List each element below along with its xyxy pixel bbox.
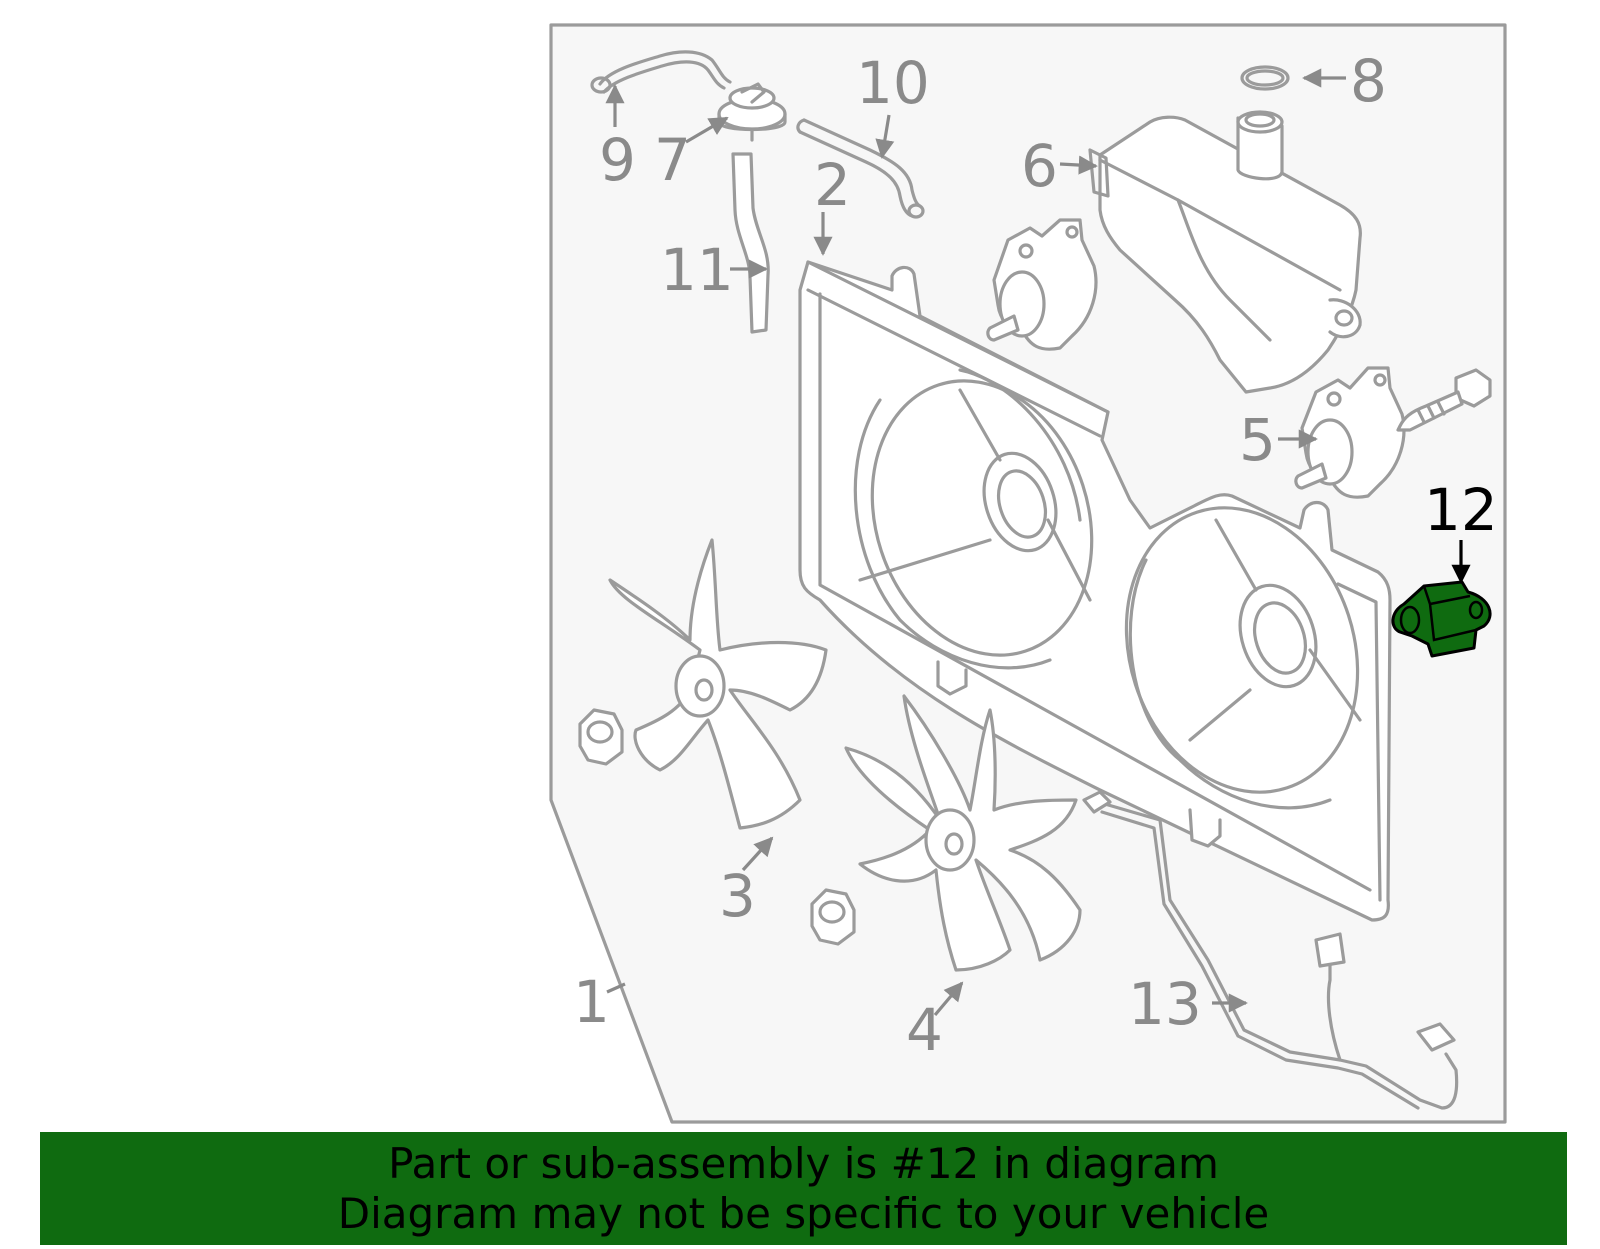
callout-8: 8 [1350, 47, 1387, 115]
notice-banner: Part or sub-assembly is #12 in diagram D… [40, 1132, 1567, 1245]
callout-2: 2 [814, 151, 851, 219]
callout-arrows [605, 68, 1471, 1017]
shroud-part-2 [798, 260, 1392, 922]
callout-12: 12 [1424, 476, 1498, 544]
part-12-highlighted [1391, 580, 1492, 658]
cap-part-7 [717, 82, 787, 142]
callout-13: 13 [1128, 970, 1202, 1038]
oring-part-8 [1240, 65, 1290, 91]
motor-upper [986, 218, 1098, 351]
harness-part-13 [1082, 790, 1459, 1110]
reservoir-part-6 [1088, 110, 1362, 394]
callout-3: 3 [719, 862, 756, 930]
callout-9: 9 [599, 126, 636, 194]
fan-part-4 [844, 694, 1082, 972]
callout-6: 6 [1021, 132, 1058, 200]
callout-4: 4 [906, 996, 943, 1064]
callout-11: 11 [660, 236, 734, 304]
banner-line-2: Diagram may not be specific to your vehi… [337, 1189, 1270, 1238]
callout-1: 1 [573, 968, 610, 1036]
callout-7: 7 [654, 126, 691, 194]
nut-near-fan-4 [810, 888, 856, 946]
banner-line-1: Part or sub-assembly is #12 in diagram [388, 1139, 1219, 1188]
callout-5: 5 [1239, 406, 1276, 474]
nut-near-fan-3 [578, 708, 624, 766]
hose-part-11 [731, 152, 770, 334]
motor-part-5 [1294, 366, 1406, 499]
fan-part-3 [608, 538, 828, 830]
callout-10: 10 [856, 49, 930, 117]
bolt [1396, 368, 1492, 432]
